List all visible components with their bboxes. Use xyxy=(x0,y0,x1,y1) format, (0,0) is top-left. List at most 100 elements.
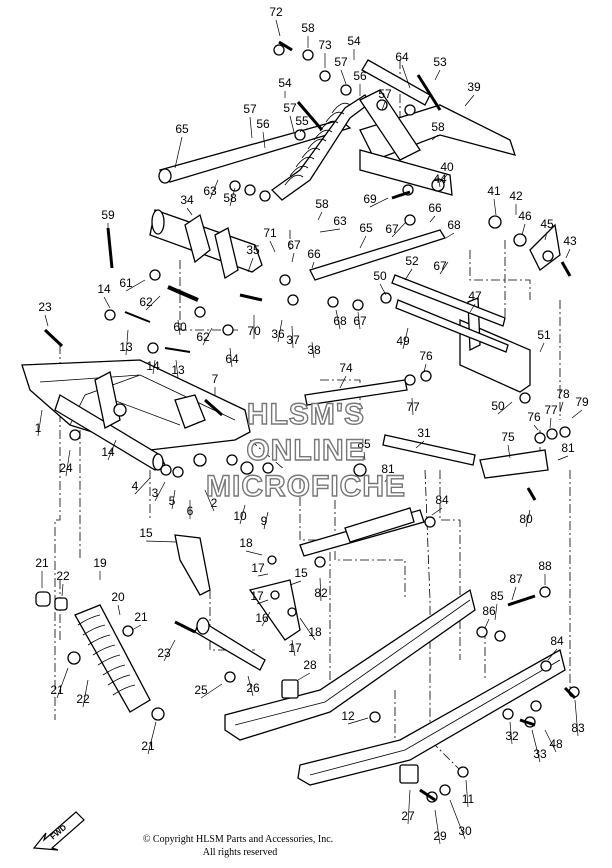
callout-number: 35 xyxy=(246,243,260,257)
callout-leader xyxy=(262,131,266,149)
callout-number: 56 xyxy=(256,117,270,131)
callout-number: 34 xyxy=(180,193,194,207)
callout-leader xyxy=(381,101,386,111)
callout-leader xyxy=(263,511,269,530)
callout-leader xyxy=(404,268,413,281)
callout-number: 85 xyxy=(357,437,371,451)
callout-leader xyxy=(431,134,439,141)
callout-number: 73 xyxy=(318,38,332,52)
callout-leader xyxy=(407,789,411,825)
callout-leader xyxy=(175,359,179,379)
callout-number: 79 xyxy=(575,395,589,409)
callout-number: 49 xyxy=(396,334,410,348)
callout-number: 10 xyxy=(233,509,247,523)
callout-number: 77 xyxy=(544,403,558,417)
callout-leader xyxy=(261,611,271,627)
callout-leader xyxy=(291,639,296,657)
callout-number: 66 xyxy=(428,201,442,215)
rights-text: All rights reserved xyxy=(203,847,277,858)
callout-leader xyxy=(391,221,407,238)
callout-number: 75 xyxy=(501,430,515,444)
callout-number: 19 xyxy=(93,556,107,570)
callout-leader xyxy=(401,64,411,89)
callout-number: 54 xyxy=(347,34,361,48)
callout-number: 43 xyxy=(563,234,577,248)
callout-number: 2 xyxy=(211,496,218,510)
callout-number: 50 xyxy=(373,269,387,283)
callout-number: 57 xyxy=(334,55,348,69)
callout-number: 14 xyxy=(101,445,115,459)
callout-number: 54 xyxy=(278,76,292,90)
callout-leader xyxy=(202,327,213,346)
callout-leader xyxy=(359,235,367,249)
callout-number: 47 xyxy=(468,289,482,303)
callout-number: 58 xyxy=(431,120,445,134)
callout-number: 9 xyxy=(261,514,268,528)
callout-leader xyxy=(565,248,571,259)
callout-leader xyxy=(497,401,513,415)
callout-number: 3 xyxy=(152,486,159,500)
callout-leader xyxy=(357,311,361,330)
callout-number: 78 xyxy=(556,387,570,401)
callout-leader xyxy=(56,667,69,699)
callout-leader xyxy=(152,359,156,375)
callout-number: 65 xyxy=(175,122,189,136)
callout-number: 88 xyxy=(538,559,552,573)
callout-number: 65 xyxy=(359,221,373,235)
callout-number: 29 xyxy=(433,829,447,843)
callout-leader xyxy=(335,309,341,330)
callout-leader xyxy=(544,729,557,753)
callout-number: 32 xyxy=(505,729,519,743)
callout-leader xyxy=(531,729,541,763)
callout-leader xyxy=(347,717,369,725)
callout-leader xyxy=(154,481,166,502)
callout-number: 21 xyxy=(35,556,49,570)
watermark-line-3: MICROFICHE xyxy=(206,470,406,503)
callout-leader xyxy=(559,401,564,413)
callout-number: 67 xyxy=(353,314,367,328)
callout-number: 46 xyxy=(518,209,532,223)
callout-leader xyxy=(449,799,466,840)
middle-shafts xyxy=(299,379,549,557)
callout-number: 58 xyxy=(301,21,315,35)
callout-leader xyxy=(415,440,425,449)
lower-brackets xyxy=(174,534,301,671)
callout-leader xyxy=(299,617,316,641)
callout-number: 53 xyxy=(433,55,447,69)
callout-number: 17 xyxy=(288,641,302,655)
callout-leader xyxy=(557,455,569,461)
front-arm-assembly xyxy=(21,359,251,471)
callout-leader xyxy=(311,261,315,269)
callout-number: 62 xyxy=(139,295,153,309)
callout-number: 1 xyxy=(35,421,42,435)
callout-number: 7 xyxy=(212,372,219,386)
small-hardware xyxy=(67,44,580,803)
upper-rear-arm xyxy=(359,59,516,196)
callout-number: 64 xyxy=(225,352,239,366)
callout-number: 76 xyxy=(419,349,433,363)
callout-leader xyxy=(125,279,146,292)
callout-number: 33 xyxy=(533,747,547,761)
callout-number: 56 xyxy=(353,69,367,83)
callout-leader xyxy=(379,283,387,296)
callout-leader xyxy=(445,232,455,239)
callout-number: 6 xyxy=(187,504,194,518)
callout-leader xyxy=(511,586,517,601)
callout-leader xyxy=(525,509,531,528)
callout-number: 77 xyxy=(406,400,420,414)
callout-number: 63 xyxy=(333,214,347,228)
callout-leader xyxy=(544,231,548,241)
left-slide-rail xyxy=(224,588,476,741)
callout-number: 38 xyxy=(307,343,321,357)
callout-number: 61 xyxy=(119,276,133,290)
callout-number: 21 xyxy=(50,683,64,697)
callout-leader xyxy=(521,223,526,236)
callout-leader xyxy=(163,639,176,662)
callout-number: 59 xyxy=(101,208,115,222)
callout-number: 15 xyxy=(294,566,308,580)
callout-number: 69 xyxy=(363,192,377,206)
callout-leader xyxy=(299,128,303,133)
callout-leader xyxy=(423,363,427,373)
